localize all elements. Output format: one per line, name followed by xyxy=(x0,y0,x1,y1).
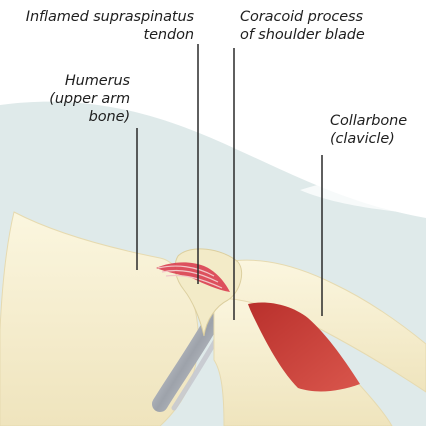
humerus-label-line-2: (upper arm xyxy=(40,90,130,108)
tendon-label: Inflamed supraspinatus tendon xyxy=(26,8,194,44)
humerus-label-line-1: Humerus xyxy=(40,72,130,90)
tendon-label-line-2: tendon xyxy=(26,26,194,44)
humerus-label: Humerus (upper arm bone) xyxy=(40,72,130,126)
coracoid-label-line-2: of shoulder blade xyxy=(240,26,365,44)
tendon-label-line-1: Inflamed supraspinatus xyxy=(26,8,194,26)
collarbone-label: Collarbone (clavicle) xyxy=(330,112,407,148)
coracoid-label-line-1: Coracoid process xyxy=(240,8,365,26)
humerus-label-line-3: bone) xyxy=(40,108,130,126)
coracoid-label: Coracoid process of shoulder blade xyxy=(240,8,365,44)
collarbone-label-line-1: Collarbone xyxy=(330,112,407,130)
collarbone-label-line-2: (clavicle) xyxy=(330,130,407,148)
